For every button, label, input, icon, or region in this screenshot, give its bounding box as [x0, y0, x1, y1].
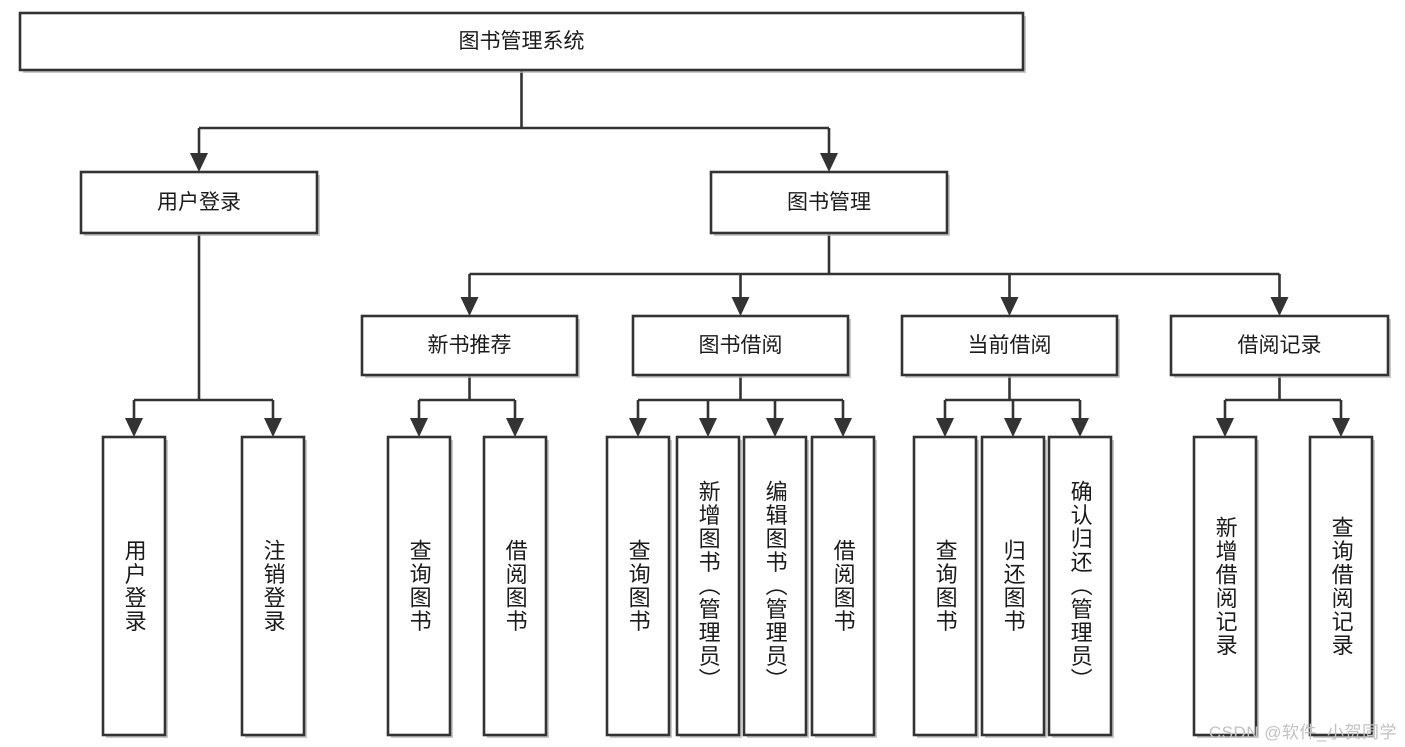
node-leaf-user-login[interactable]	[101, 435, 167, 737]
node-leaf-borrow-book-recommend[interactable]	[482, 435, 548, 737]
node-leaf-query-book-borrow[interactable]	[605, 435, 671, 737]
arrow-head	[731, 297, 750, 316]
node-new-book-recommend[interactable]	[360, 314, 579, 377]
node-leaf-add-borrow-record[interactable]	[1192, 435, 1258, 737]
node-book-management[interactable]	[709, 170, 949, 235]
node-label-root: 图书管理系统	[459, 30, 585, 53]
arrow-head	[936, 418, 954, 437]
arrow-head	[629, 418, 647, 437]
watermark-text: CSDN @软件_小贺同学	[1208, 723, 1397, 742]
arrow-head	[1000, 297, 1019, 316]
arrow-head	[1071, 418, 1089, 437]
arrow-head	[766, 418, 784, 437]
arrow-head	[1004, 418, 1022, 437]
arrow-head	[264, 418, 282, 437]
node-leaf-borrow-book[interactable]	[810, 435, 876, 737]
node-leaf-logout[interactable]	[240, 435, 306, 737]
node-label-current-borrow: 当前借阅	[968, 334, 1052, 357]
node-current-borrow[interactable]	[900, 314, 1119, 377]
node-book-borrow[interactable]	[631, 314, 850, 377]
node-label-book-borrow: 图书借阅	[699, 334, 783, 357]
arrow-head	[820, 153, 838, 172]
node-leaf-query-borrow-record[interactable]	[1308, 435, 1374, 737]
arrow-head	[1270, 297, 1289, 316]
node-user-login[interactable]	[79, 170, 319, 235]
arrow-head	[506, 418, 524, 437]
arrow-head	[190, 153, 208, 172]
node-label-borrow-record: 借阅记录	[1238, 334, 1322, 357]
arrow-head	[834, 418, 852, 437]
node-leaf-edit-book[interactable]	[742, 435, 808, 737]
node-label-user-login: 用户登录	[157, 191, 241, 214]
connector-layer	[125, 70, 1350, 437]
node-label-book-management: 图书管理	[787, 191, 871, 214]
node-leaf-return-book[interactable]	[980, 435, 1046, 737]
node-borrow-record[interactable]	[1169, 314, 1390, 377]
node-leaf-confirm-return[interactable]	[1047, 435, 1113, 737]
arrow-head	[1332, 418, 1350, 437]
node-leaf-query-book-recommend[interactable]	[386, 435, 452, 737]
arrow-head	[460, 297, 479, 316]
node-box-layer	[18, 11, 1391, 738]
arrow-head	[125, 418, 143, 437]
node-label-new-book-recommend: 新书推荐	[428, 334, 512, 357]
node-root[interactable]	[18, 11, 1025, 72]
node-leaf-add-book[interactable]	[675, 435, 741, 737]
arrow-head	[1216, 418, 1234, 437]
arrow-head	[699, 418, 717, 437]
node-leaf-query-book-current[interactable]	[912, 435, 978, 737]
arrow-head	[410, 418, 428, 437]
